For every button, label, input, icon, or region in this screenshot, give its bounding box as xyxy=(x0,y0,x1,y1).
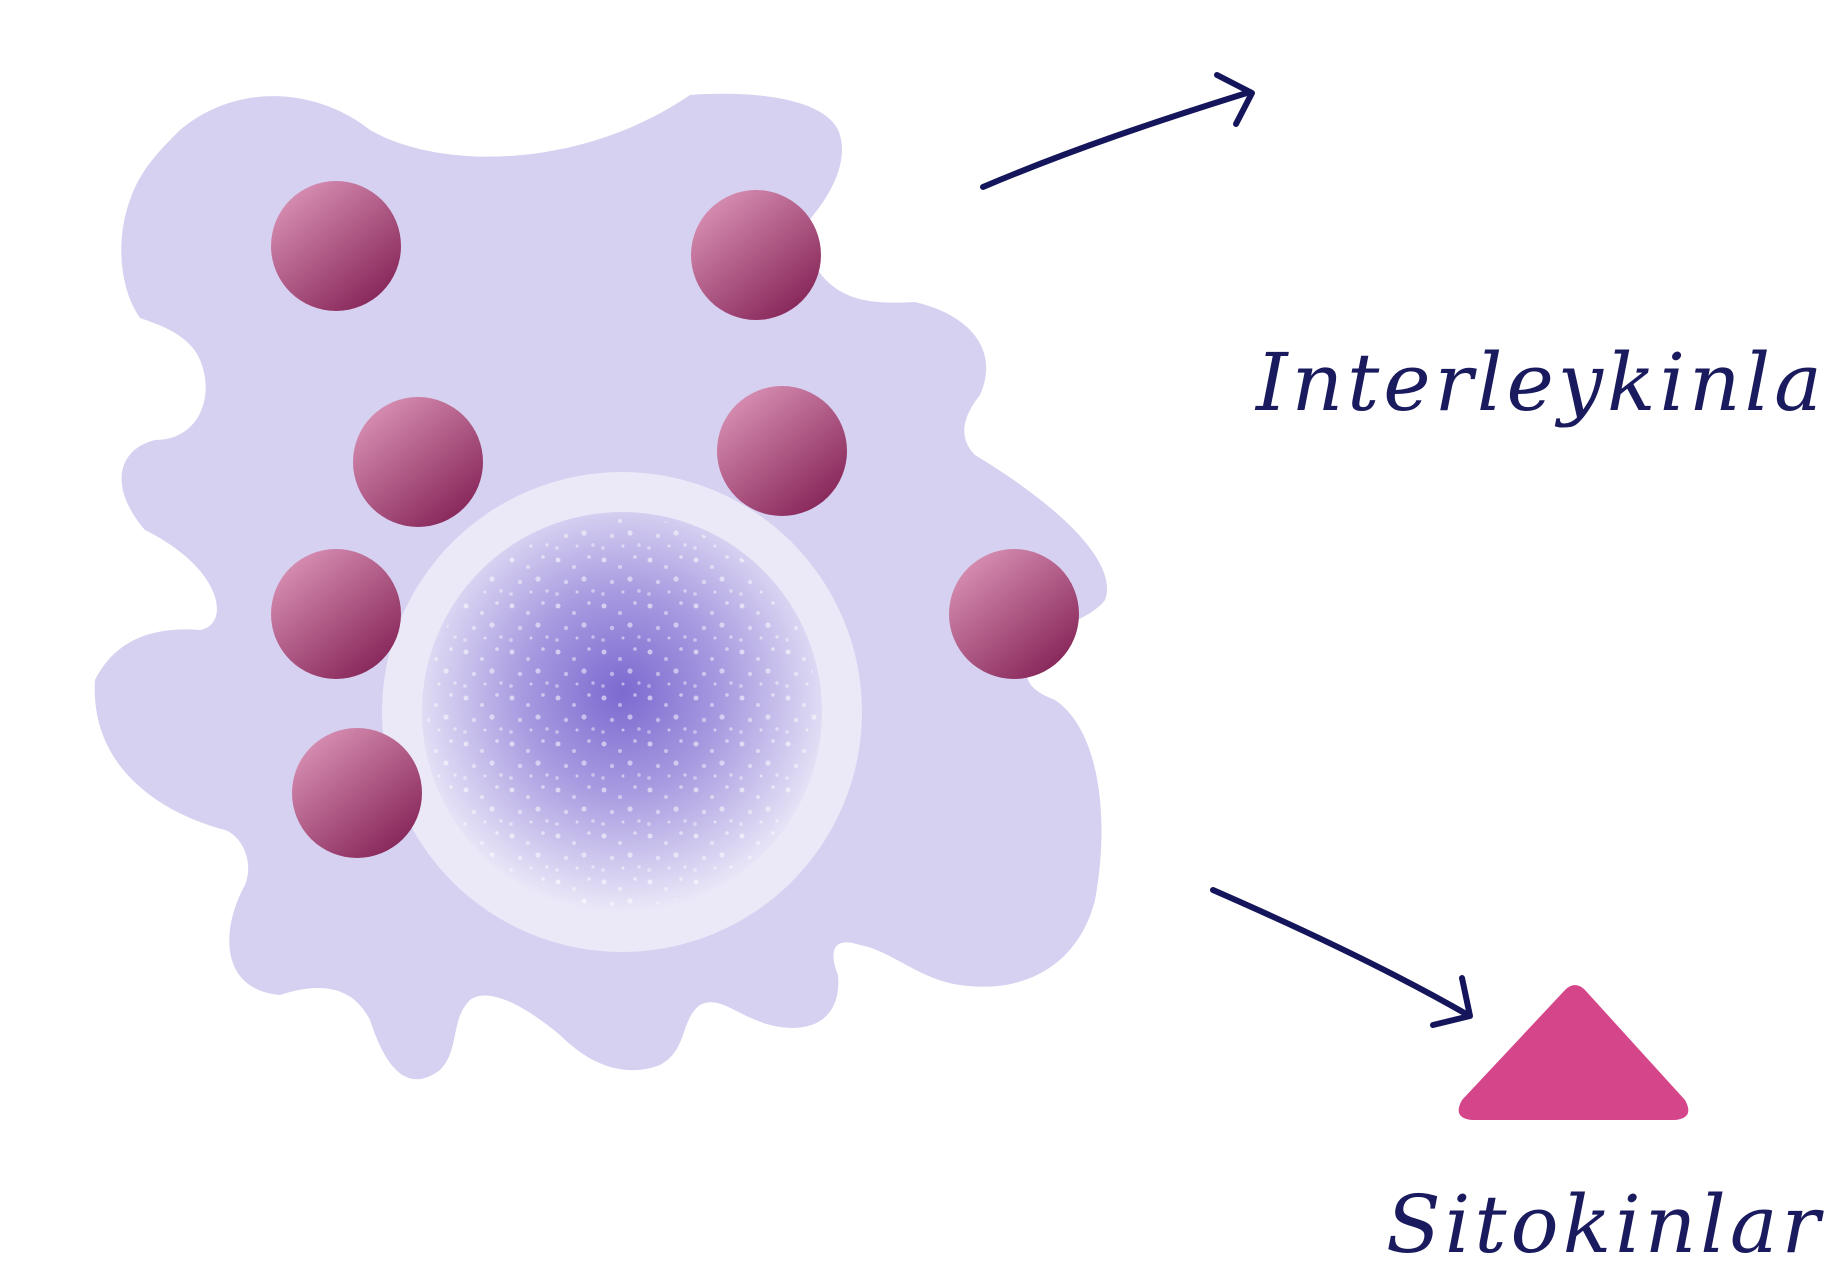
granule xyxy=(691,190,821,320)
granule xyxy=(271,549,401,679)
granule xyxy=(271,181,401,311)
interleukins-label: Interleykinlar xyxy=(1254,336,1826,429)
arrow-icon-upper xyxy=(980,72,1255,190)
arrow-shaft xyxy=(1210,887,1471,1018)
triangle-icon xyxy=(1458,985,1689,1120)
granule xyxy=(949,549,1079,679)
arrow-icon-lower xyxy=(1210,887,1473,1028)
granule xyxy=(353,397,483,527)
nucleus-speckles xyxy=(427,517,817,907)
granule xyxy=(292,728,422,858)
cytokines-label: Sitokinlar xyxy=(1386,1178,1825,1265)
arrow-head xyxy=(1430,975,1473,1028)
granules xyxy=(271,181,1079,858)
arrow-shaft xyxy=(980,89,1253,190)
cell-nucleus-icon xyxy=(382,472,862,952)
arrow-head xyxy=(1214,72,1255,127)
granule xyxy=(717,386,847,516)
